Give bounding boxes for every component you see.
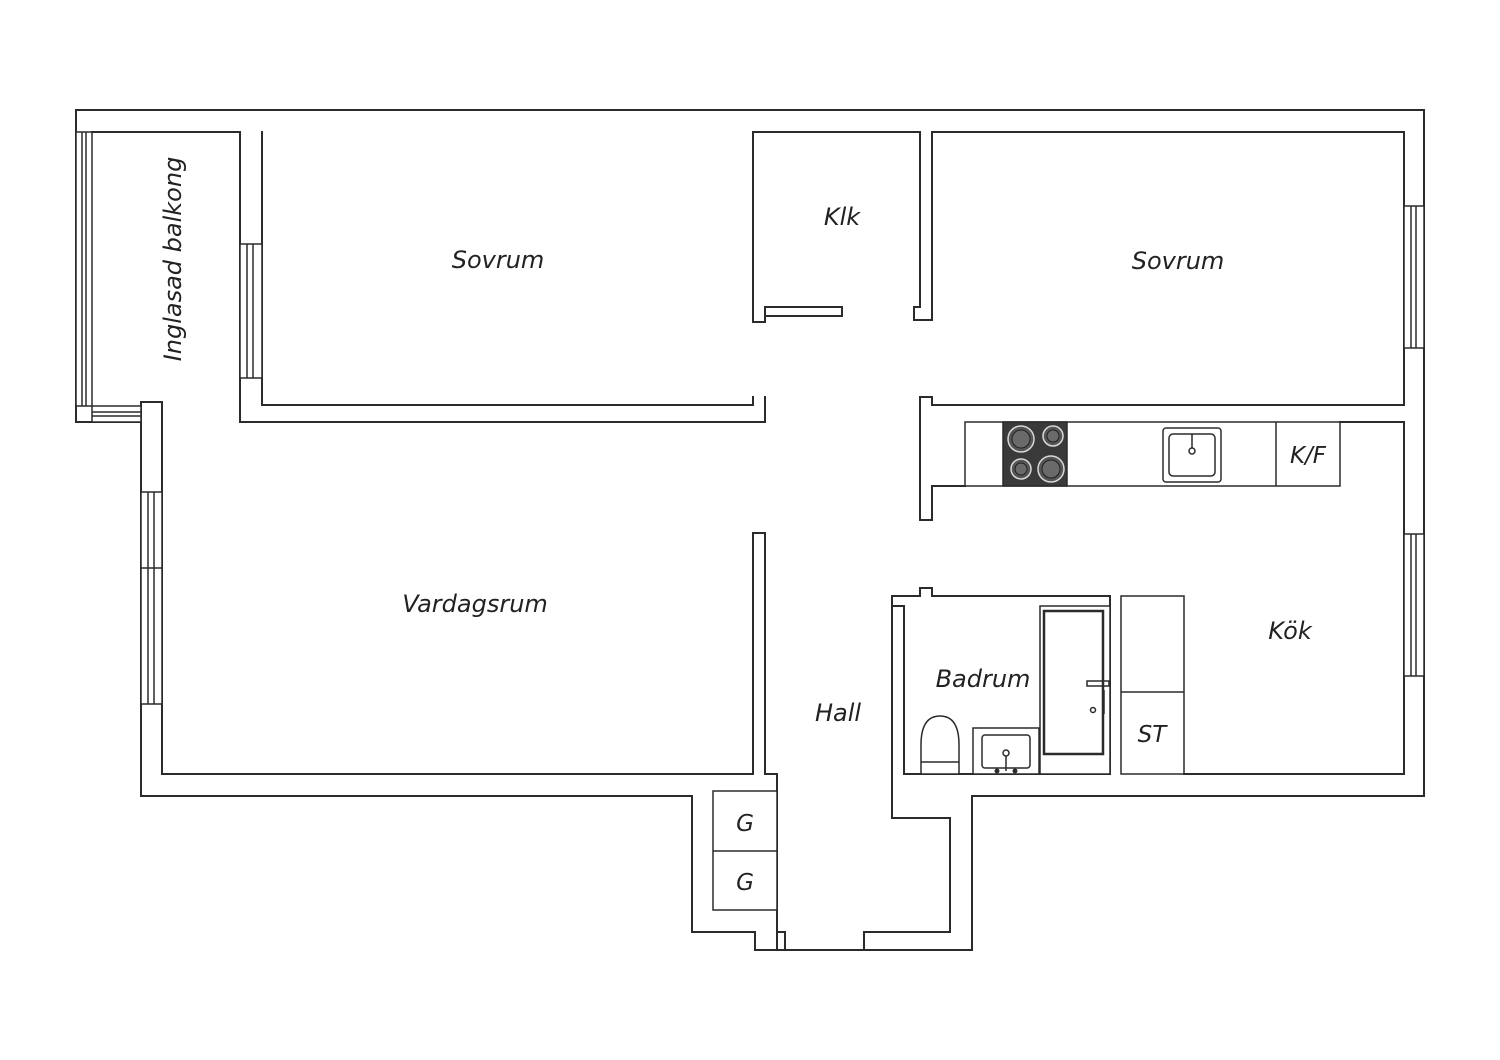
room-label-kitchen: Kök <box>1268 617 1313 645</box>
window-bedroom-left <box>239 243 263 379</box>
room-label-wardrobe-2: G <box>736 870 754 896</box>
room-label-bedroom-right: Sovrum <box>1132 247 1225 275</box>
hall-wardrobes <box>712 790 778 911</box>
room-label-living-room: Vardagsrum <box>402 590 548 618</box>
room-label-bathroom: Badrum <box>936 665 1031 693</box>
bathtub-icon <box>1039 605 1111 775</box>
window-living-room <box>140 491 163 705</box>
window-bedroom-right <box>1403 205 1425 349</box>
window-balcony-bottom <box>91 405 142 423</box>
room-label-wardrobe-1: G <box>736 811 754 837</box>
room-label-fridge-freezer: K/F <box>1290 443 1327 469</box>
kitchen-sink-icon <box>1162 427 1222 483</box>
room-label-balcony: Inglasad balkong <box>159 157 187 362</box>
kitchen-storage <box>1120 595 1185 775</box>
room-labels: Inglasad balkong Sovrum Klk Sovrum K/F V… <box>159 157 1327 896</box>
window-kitchen <box>1403 533 1425 677</box>
bathroom-sink-icon <box>972 727 1040 775</box>
window-balcony-left <box>75 131 93 407</box>
toilet-icon <box>920 715 960 775</box>
windows <box>75 131 1425 705</box>
room-label-storage: ST <box>1138 722 1169 748</box>
room-label-hall: Hall <box>815 699 861 727</box>
room-label-closet: Klk <box>824 203 861 231</box>
stove-icon <box>1002 421 1068 487</box>
room-label-bedroom-left: Sovrum <box>452 246 545 274</box>
